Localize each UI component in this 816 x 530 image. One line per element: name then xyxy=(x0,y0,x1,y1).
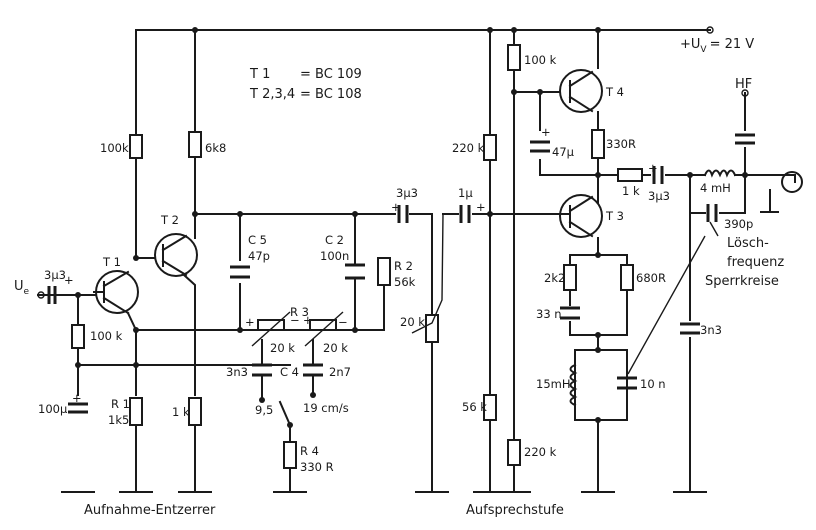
legend-t234-eq: = BC 108 xyxy=(300,87,362,102)
section-left-label: Aufnahme-Entzerrer xyxy=(84,503,216,518)
inductors xyxy=(569,169,737,407)
t3-label: T 3 xyxy=(605,209,624,223)
legend-t1-eq: = BC 109 xyxy=(300,67,362,82)
label-r-220k-top: 220 k xyxy=(452,141,485,155)
label-r-220k-bot: 220 k xyxy=(524,445,557,459)
capacitors xyxy=(47,133,755,414)
note-line1: Lösch- xyxy=(727,236,769,251)
label-r-680r: 680R xyxy=(636,271,666,285)
svg-text:+: + xyxy=(476,200,486,214)
polarity-marks: + + + − − + + + + + xyxy=(64,125,658,405)
svg-text:+: + xyxy=(72,391,82,405)
input-label: Ue xyxy=(14,279,30,297)
label-r-2k2: 2k2 xyxy=(544,271,565,285)
label-r4-name: R 4 xyxy=(300,444,319,458)
svg-text:+: + xyxy=(64,273,74,287)
hf-label: HF xyxy=(735,77,752,92)
label-r-100k-t4: 100 k xyxy=(524,53,557,67)
label-r1-name: R 1 xyxy=(111,397,130,411)
label-c-33n: 33 n xyxy=(536,307,562,321)
label-c-47u: 47µ xyxy=(552,145,575,159)
ground-symbols xyxy=(61,189,779,493)
sperrkreise-pointer xyxy=(627,221,719,375)
svg-text:−: − xyxy=(338,315,348,329)
note-line2: frequenz xyxy=(727,255,784,270)
label-c2-val: 100n xyxy=(320,249,349,263)
svg-text:+: + xyxy=(245,315,255,329)
label-sw-b: 19 cm/s xyxy=(303,401,349,415)
label-r2-val: 56k xyxy=(394,275,416,289)
t1-label: T 1 xyxy=(102,255,121,269)
label-c4-name: C 4 xyxy=(280,365,299,379)
svg-text:+: + xyxy=(391,200,401,214)
t4-label: T 4 xyxy=(605,85,624,99)
junction-dots xyxy=(37,26,749,423)
label-r-t2-emit: 1 k xyxy=(172,405,190,419)
t2-label: T 2 xyxy=(160,213,179,227)
label-c-10n: 10 n xyxy=(640,377,666,391)
label-c4-a: 3n3 xyxy=(226,365,248,379)
svg-text:+: + xyxy=(303,313,313,327)
label-c4-b: 2n7 xyxy=(329,365,351,379)
label-c-100u: 100µ xyxy=(38,402,68,416)
label-c-1u: 1µ xyxy=(458,186,473,200)
label-r3-a: 20 k xyxy=(270,341,295,355)
label-l-15mh: 15mH xyxy=(536,377,570,391)
label-r-330r: 330R xyxy=(606,137,636,151)
label-c-in: 3µ3 xyxy=(44,268,66,282)
label-l-4mh: 4 mH xyxy=(700,181,731,195)
label-c-3n3-right: 3n3 xyxy=(700,323,722,337)
label-c5-name: C 5 xyxy=(248,233,267,247)
legend-t234-name: T 2,3,4 xyxy=(249,87,295,102)
switch xyxy=(259,392,316,428)
svg-text:+: + xyxy=(648,161,658,175)
label-r-t1-bias-top: 100k xyxy=(100,141,129,155)
label-r1-val: 1k5 xyxy=(108,413,129,427)
label-r3-name: R 3 xyxy=(290,305,309,319)
hf-jack xyxy=(769,171,803,193)
label-r3-b: 20 k xyxy=(323,341,348,355)
label-c-out1: 3µ3 xyxy=(396,186,418,200)
label-pot: 20 k xyxy=(400,315,425,329)
label-c-390p: 390p xyxy=(724,217,753,231)
label-c-3u3-out: 3µ3 xyxy=(648,189,670,203)
supply-label: +UV= 21 V xyxy=(680,37,754,55)
label-c5-val: 47p xyxy=(248,249,270,263)
label-sw-a: 9,5 xyxy=(255,403,273,417)
label-r2-name: R 2 xyxy=(394,259,413,273)
label-r-1k-out: 1 k xyxy=(622,184,640,198)
label-r-t2-coll: 6k8 xyxy=(205,141,226,155)
transistors xyxy=(93,69,603,315)
svg-text:−: − xyxy=(290,313,300,327)
note-line3: Sperrkreise xyxy=(705,274,779,289)
legend-t1-name: T 1 xyxy=(249,67,270,82)
resistors xyxy=(71,44,643,469)
label-r-56k: 56 k xyxy=(462,400,487,414)
svg-text:+: + xyxy=(541,125,551,139)
label-r4-val: 330 R xyxy=(300,460,334,474)
label-c2-name: C 2 xyxy=(325,233,344,247)
label-r-t1-bias-bot: 100 k xyxy=(90,329,123,343)
section-right-label: Aufsprechstufe xyxy=(466,503,564,518)
